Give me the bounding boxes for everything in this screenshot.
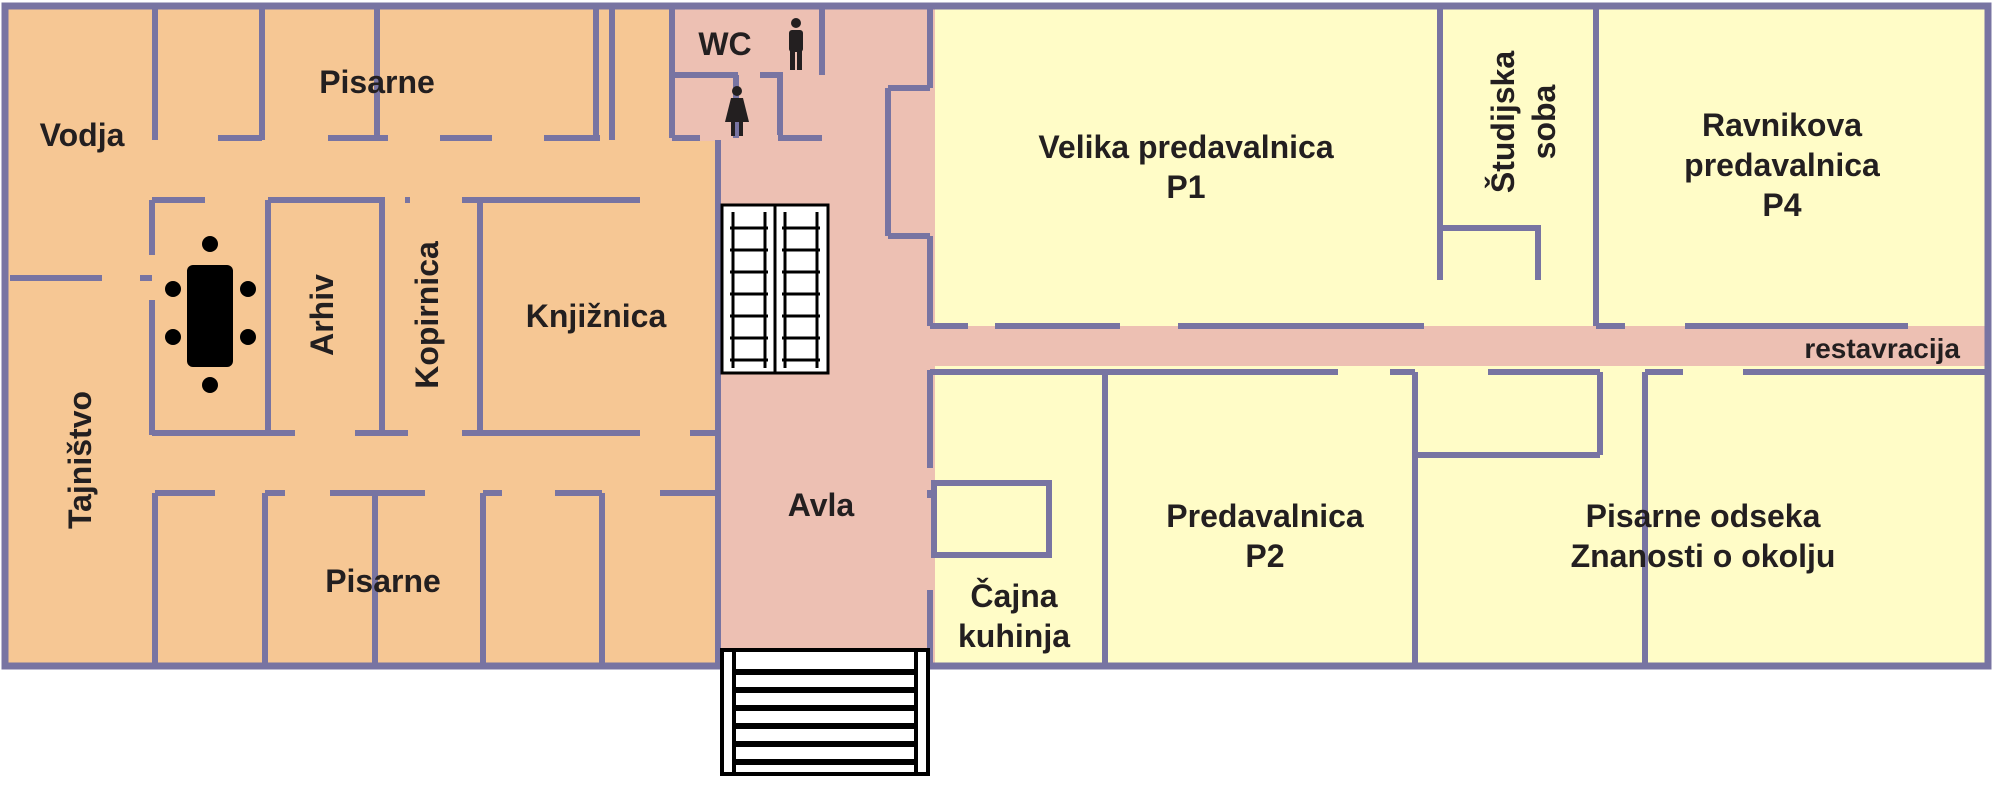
label-arhiv: Arhiv: [304, 274, 340, 356]
chair: [165, 329, 181, 345]
label-wc: WC: [698, 26, 751, 62]
meeting-table-icon: [165, 236, 256, 393]
entrance-steps: [734, 669, 916, 765]
outer-wall: [1, 2, 1992, 670]
label-knjiznica: Knjižnica: [526, 298, 667, 334]
label-p1-line2: P1: [1166, 169, 1205, 205]
chair: [240, 281, 256, 297]
label-pisarne-top: Pisarne: [319, 64, 435, 100]
stairs-treads: [730, 226, 820, 362]
label-cajna-line1: Čajna: [970, 578, 1057, 614]
chair: [202, 236, 218, 252]
woman-leg-left: [731, 120, 735, 136]
wall-p1: [930, 6, 1908, 329]
wall-avla: [885, 6, 933, 666]
restaurant-corridor: [930, 326, 1988, 366]
label-cajna-line2: kuhinja: [958, 618, 1070, 654]
label-vodja: Vodja: [40, 117, 125, 153]
stairs-icon: [720, 203, 830, 375]
man-leg-right: [797, 50, 802, 70]
label-kopirnica: Kopirnica: [409, 241, 445, 389]
label-p4-line2: predavalnica: [1684, 147, 1880, 183]
woman-icon: [725, 86, 749, 136]
chair: [240, 329, 256, 345]
chair: [165, 281, 181, 297]
zone-fills: [5, 6, 1988, 666]
label-p4-line1: Ravnikova: [1702, 107, 1862, 143]
label-okolje-line1: Pisarne odseka: [1586, 498, 1821, 534]
wall-lower-lecture: [930, 369, 1988, 666]
label-p2-line2: P2: [1245, 538, 1284, 574]
man-head: [791, 18, 801, 28]
tea-kitchen-box: [931, 480, 1052, 558]
label-p1-line1: Velika predavalnica: [1038, 129, 1334, 165]
walls: [1, 2, 1992, 670]
man-icon: [789, 18, 803, 70]
label-p4-line3: P4: [1762, 187, 1801, 223]
label-studijska-line2: soba: [1526, 84, 1562, 159]
label-studijska-line1: Študijska: [1485, 51, 1521, 193]
label-okolje-line2: Znanosti o okolju: [1571, 538, 1836, 574]
label-avla: Avla: [788, 487, 855, 523]
label-tajnistvo: Tajništvo: [62, 391, 98, 529]
meeting-table-top: [187, 265, 233, 367]
woman-head: [732, 86, 742, 96]
label-pisarne-bottom: Pisarne: [325, 563, 441, 599]
chair: [202, 377, 218, 393]
wall-middle-block: [149, 140, 721, 666]
woman-dress: [725, 98, 749, 122]
stairs-inner: [731, 212, 819, 368]
man-leg-left: [790, 50, 795, 70]
room-labels: Pisarne WC Vodja Arhiv Kopirnica Knjižni…: [40, 26, 1961, 654]
entrance-stairs-icon: [720, 648, 930, 776]
label-restavracija: restavracija: [1804, 333, 1960, 364]
woman-leg-right: [739, 120, 743, 136]
man-body: [789, 30, 803, 52]
label-p2-line1: Predavalnica: [1166, 498, 1364, 534]
entrance-frame: [720, 648, 930, 776]
wall-bottom-offices: [152, 490, 718, 666]
